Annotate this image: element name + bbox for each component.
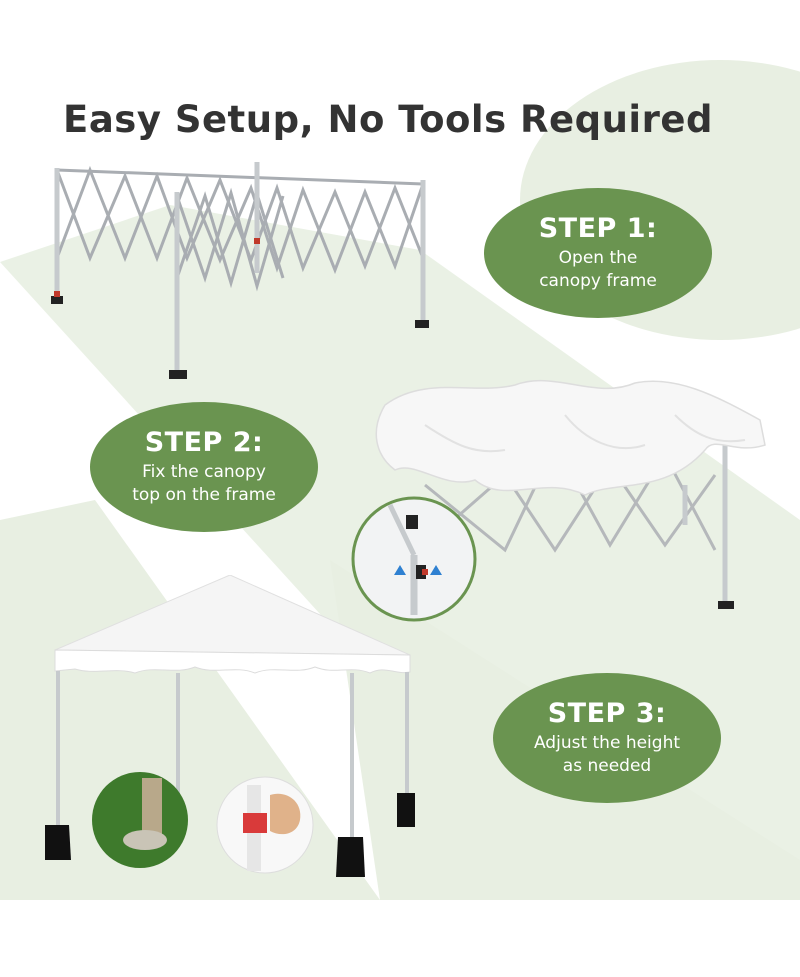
frame-foot-pads xyxy=(51,296,429,379)
frame-trusses xyxy=(55,165,425,292)
draped-foot-pad xyxy=(718,601,734,609)
weight-bags xyxy=(45,793,415,877)
step-2-heading: STEP 2: xyxy=(144,427,264,458)
step-2-line-2: top on the frame xyxy=(132,485,276,505)
step-2-line-1: Fix the canopy xyxy=(142,462,266,482)
expanded-frame-illustration xyxy=(51,162,429,379)
assembled-canopy-illustration xyxy=(45,575,415,877)
step-1-badge: STEP 1: Open the canopy frame xyxy=(484,188,712,318)
draped-frame-legs xyxy=(682,445,728,605)
connector-detail-inset xyxy=(351,496,477,622)
step-3-badge: STEP 3: Adjust the height as needed xyxy=(493,673,721,803)
frame-red-clips xyxy=(54,238,260,297)
canopy-draped-illustration xyxy=(375,380,766,609)
height-button-detail-inset xyxy=(216,776,314,874)
step-1-heading: STEP 1: xyxy=(538,213,658,244)
step-1-line-1: Open the xyxy=(558,248,638,268)
step-1-line-2: canopy frame xyxy=(539,271,657,291)
canopy-legs xyxy=(56,671,409,845)
canopy-valance xyxy=(54,649,411,674)
page-title: Easy Setup, No Tools Required xyxy=(63,98,713,141)
step-2-badge: STEP 2: Fix the canopy top on the frame xyxy=(90,402,318,532)
canopy-fabric-folds xyxy=(424,414,746,453)
step-3-line-1: Adjust the height xyxy=(533,733,681,753)
foot-pad-detail-inset xyxy=(92,772,188,868)
step-3-line-2: as needed xyxy=(562,756,652,776)
step-3-heading: STEP 3: xyxy=(547,698,667,729)
frame-legs xyxy=(54,162,426,373)
canopy-roof xyxy=(54,575,411,656)
canopy-fabric xyxy=(375,380,766,496)
arrow-up-icon xyxy=(394,565,442,575)
